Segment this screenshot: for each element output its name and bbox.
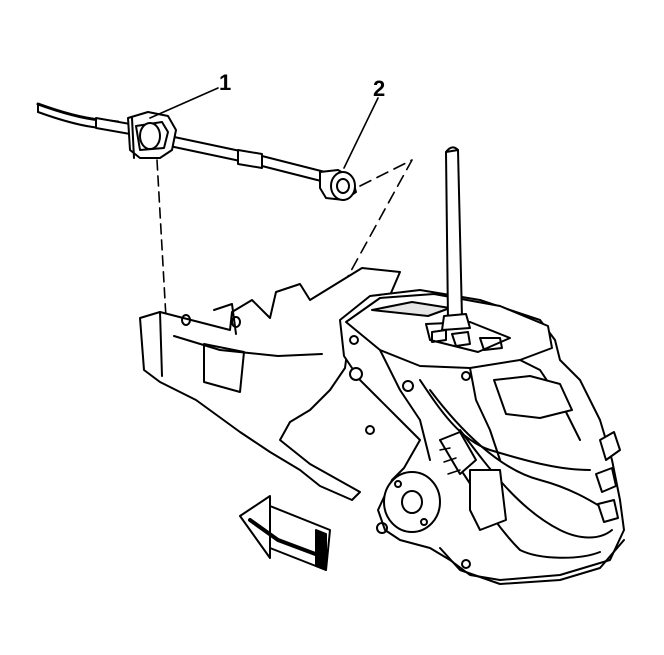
callout-number-1: 1 [219, 70, 232, 95]
shift-cable [36, 102, 326, 183]
callout-number-2: 2 [373, 76, 386, 101]
cable-clip [127, 111, 177, 159]
shift-lever [441, 146, 471, 331]
arrow-left-icon [239, 495, 331, 571]
shifter-bracket [139, 267, 401, 501]
cable-end-bushing [319, 169, 357, 201]
shifter-housing [339, 289, 625, 585]
